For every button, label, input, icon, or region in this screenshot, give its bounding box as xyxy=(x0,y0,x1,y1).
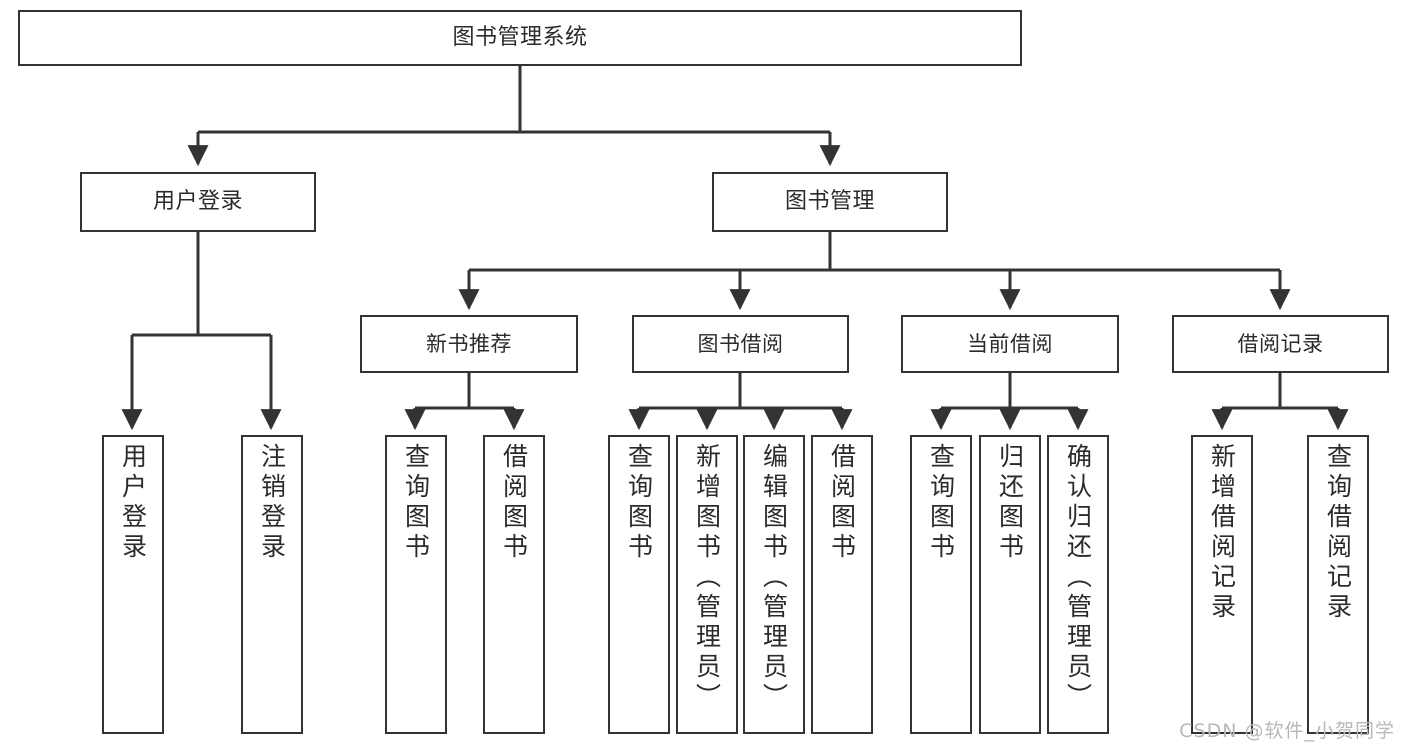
leaf-borrow-record-query[interactable]: 查询借阅记录 xyxy=(1307,435,1369,734)
node-label: 图书管理 xyxy=(784,189,875,215)
node-label: 新增借阅记录 xyxy=(1207,443,1237,623)
node-label: 当前借阅 xyxy=(967,331,1053,356)
leaf-book-borrow-add[interactable]: 新增图书（管理员） xyxy=(676,435,738,734)
node-label: 确认归还（管理员） xyxy=(1063,443,1093,713)
leaf-current-borrow-confirm-return[interactable]: 确认归还（管理员） xyxy=(1047,435,1109,734)
node-label: 注销登录 xyxy=(257,443,287,563)
leaf-current-borrow-return[interactable]: 归还图书 xyxy=(979,435,1041,734)
leaf-new-book-query[interactable]: 查询图书 xyxy=(385,435,447,734)
node-current-borrow[interactable]: 当前借阅 xyxy=(901,315,1119,373)
node-book-borrow[interactable]: 图书借阅 xyxy=(632,315,849,373)
leaf-user-login-logout[interactable]: 注销登录 xyxy=(241,435,303,734)
node-label: 编辑图书（管理员） xyxy=(759,443,789,713)
leaf-book-borrow-query[interactable]: 查询图书 xyxy=(608,435,670,734)
leaf-new-book-borrow[interactable]: 借阅图书 xyxy=(483,435,545,734)
node-label: 查询图书 xyxy=(926,443,956,563)
node-user-login[interactable]: 用户登录 xyxy=(80,172,316,232)
watermark-text: CSDN @软件_小贺同学 xyxy=(1179,720,1395,742)
node-label: 归还图书 xyxy=(995,443,1025,563)
node-label: 借阅记录 xyxy=(1237,331,1324,356)
node-label: 用户登录 xyxy=(152,189,243,215)
leaf-current-borrow-query[interactable]: 查询图书 xyxy=(910,435,972,734)
node-label: 查询借阅记录 xyxy=(1323,443,1353,623)
node-label: 借阅图书 xyxy=(499,443,529,563)
leaf-book-borrow-edit[interactable]: 编辑图书（管理员） xyxy=(743,435,805,734)
node-label: 图书借阅 xyxy=(697,331,784,356)
node-label: 新书推荐 xyxy=(426,331,512,356)
node-label: 查询图书 xyxy=(624,443,654,563)
node-root-system[interactable]: 图书管理系统 xyxy=(18,10,1022,66)
node-label: 用户登录 xyxy=(118,443,148,563)
leaf-user-login-login[interactable]: 用户登录 xyxy=(102,435,164,734)
node-label: 借阅图书 xyxy=(827,443,857,563)
node-label: 图书管理系统 xyxy=(452,25,588,51)
node-new-book-recommend[interactable]: 新书推荐 xyxy=(360,315,578,373)
node-label: 新增图书（管理员） xyxy=(692,443,722,713)
node-borrow-record[interactable]: 借阅记录 xyxy=(1172,315,1389,373)
node-book-management[interactable]: 图书管理 xyxy=(712,172,948,232)
node-label: 查询图书 xyxy=(401,443,431,563)
leaf-borrow-record-add[interactable]: 新增借阅记录 xyxy=(1191,435,1253,734)
leaf-book-borrow-borrow[interactable]: 借阅图书 xyxy=(811,435,873,734)
